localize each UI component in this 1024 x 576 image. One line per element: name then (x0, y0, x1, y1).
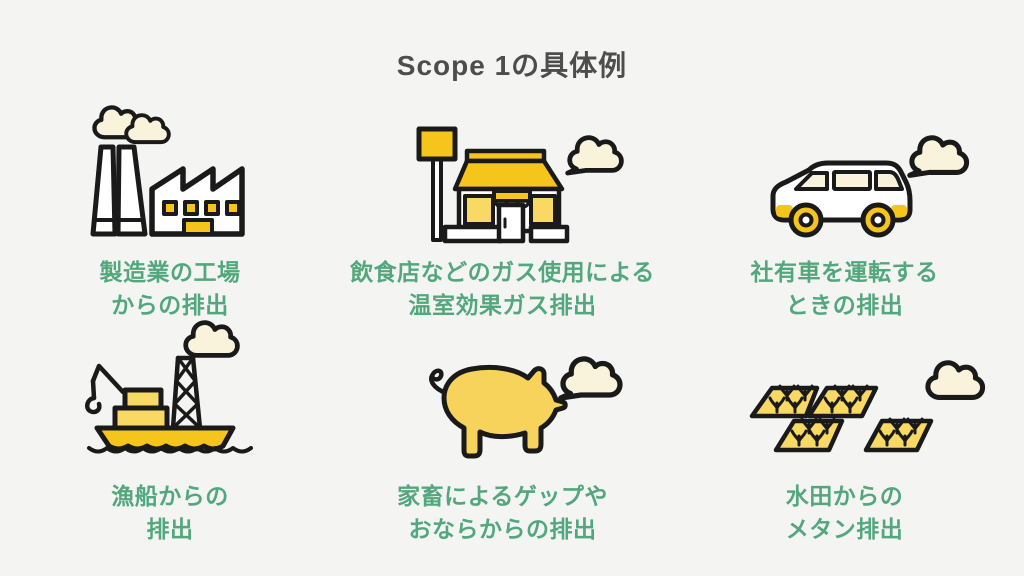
examples-grid: 製造業の工場 からの排出 (0, 86, 1024, 546)
example-label: 製造業の工場 からの排出 (99, 259, 241, 318)
example-label: 漁船からの 排出 (111, 483, 229, 542)
smoke-cloud-icon (183, 320, 240, 358)
pig-body (441, 364, 568, 459)
example-fishing-boat: 漁船からの 排出 (20, 320, 320, 546)
exhaust-cloud-icon (906, 135, 969, 178)
restaurant-icon (416, 126, 624, 244)
pig-icon (428, 356, 623, 459)
example-label: 社有車を運転する ときの排出 (750, 259, 939, 318)
company-car-icon (770, 135, 969, 238)
example-company-car: 社有車を運転する ときの排出 (685, 86, 1004, 322)
example-livestock: 家畜によるゲップや おならからの排出 (320, 322, 685, 546)
gas-cloud-icon (557, 356, 623, 401)
example-label: 水田からの メタン排出 (785, 483, 904, 542)
crane-icon (90, 363, 126, 395)
gas-cloud-icon (564, 135, 624, 176)
example-restaurant: 飲食店などのガス使用による 温室効果ガス排出 (320, 86, 685, 322)
example-rice-paddy: 水田からの メタン排出 (685, 322, 1004, 546)
example-label: 飲食店などのガス使用による 温室効果ガス排出 (350, 259, 655, 318)
example-factory: 製造業の工場 からの排出 (20, 86, 320, 322)
factory-icon (90, 105, 245, 237)
page-title: Scope 1の具体例 (396, 50, 628, 81)
methane-cloud-icon (924, 360, 985, 400)
pig-tail (428, 368, 448, 396)
example-label: 家畜によるゲップや おならからの排出 (397, 483, 608, 542)
hull (94, 425, 236, 452)
smoke-cloud-icon (124, 113, 171, 145)
rice-paddy-icon (749, 360, 985, 453)
fishing-boat-icon (84, 320, 253, 454)
